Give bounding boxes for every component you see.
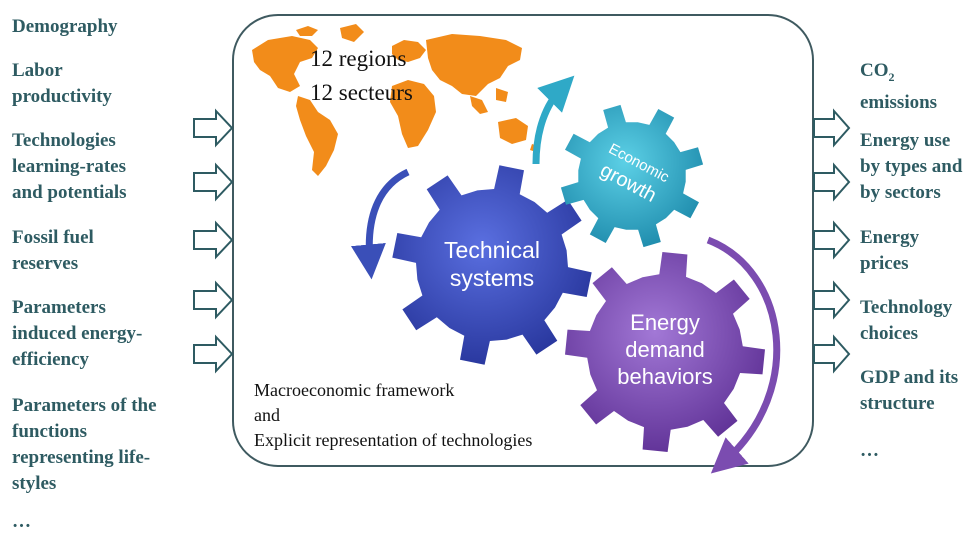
output-gdp-line2: structure: [860, 393, 935, 414]
output-ellipsis: …: [860, 440, 879, 461]
output-co2-line1: CO2: [860, 58, 937, 90]
output-gdp: GDP and its structure: [860, 365, 958, 417]
input-arrow: [193, 108, 234, 148]
input-fossil-fuel: Fossil fuel reserves: [12, 225, 94, 277]
input-arrows: [193, 108, 234, 374]
framework-line-1: Macroeconomic framework: [254, 380, 455, 400]
output-arrow: [813, 334, 851, 374]
input-efficiency: Parameters induced energy- efficiency: [12, 295, 142, 373]
input-labor-line1: Labor: [12, 60, 63, 81]
gear-demand-label-1: Energy: [630, 310, 700, 335]
gear-demand-label-2: demand: [625, 337, 705, 362]
output-arrow: [813, 162, 851, 202]
output-energy-use-line1: Energy use: [860, 130, 951, 151]
teal-cycle-arrow: [532, 75, 575, 165]
input-efficiency-line3: efficiency: [12, 349, 90, 370]
input-efficiency-line1: Parameters: [12, 297, 106, 318]
output-arrow: [813, 220, 851, 260]
input-arrow: [193, 220, 234, 260]
purple-cycle-arrow: [706, 236, 781, 474]
input-demography: Demography: [12, 16, 118, 37]
output-prices: Energy prices: [860, 225, 919, 277]
input-arrow: [193, 162, 234, 202]
input-efficiency-line2: induced energy-: [12, 323, 143, 344]
output-arrows: [813, 108, 851, 374]
framework-line-2: and: [254, 405, 280, 425]
gear-technical-label-2: systems: [450, 265, 534, 291]
output-energy-use: Energy use by types and by sectors: [860, 128, 962, 206]
output-emissions: emissions: [860, 91, 938, 113]
output-arrow: [813, 108, 851, 148]
map-sectors-label: 12 secteurs: [310, 80, 413, 105]
input-technologies: Technologies learning-rates and potentia…: [12, 128, 127, 206]
map-regions-label: 12 regions: [310, 46, 407, 71]
output-energy-use-line3: by sectors: [860, 182, 941, 203]
input-arrow: [193, 280, 234, 320]
input-labor-line2: productivity: [12, 86, 112, 107]
world-map: [252, 24, 538, 176]
output-technology-line1: Technology: [860, 297, 953, 318]
output-co2: CO2 emissions: [860, 58, 937, 116]
input-labor-productivity: Labor productivity: [12, 58, 112, 110]
output-prices-line1: Energy: [860, 227, 920, 248]
output-arrow: [813, 280, 851, 320]
output-gdp-line1: GDP and its: [860, 367, 959, 388]
output-technology-line2: choices: [860, 323, 919, 344]
input-ellipsis: …: [12, 511, 31, 532]
input-technologies-line2: learning-rates: [12, 156, 126, 177]
output-energy-use-line2: by types and: [860, 156, 963, 177]
blue-cycle-arrow: [350, 168, 410, 280]
output-technology: Technology choices: [860, 295, 952, 347]
input-arrow: [193, 334, 234, 374]
gear-demand: [565, 252, 765, 452]
input-lifestyles-line3: representing life-: [12, 447, 151, 468]
input-lifestyles: Parameters of the functions representing…: [12, 393, 157, 497]
input-lifestyles-line2: functions: [12, 421, 87, 442]
gear-technical: [392, 165, 592, 365]
input-lifestyles-line4: styles: [12, 473, 57, 494]
output-co2-text: CO: [860, 60, 889, 81]
output-co2-subscript: 2: [888, 69, 895, 84]
input-fossil-line1: Fossil fuel: [12, 227, 94, 248]
input-technologies-line1: Technologies: [12, 130, 116, 151]
output-prices-line2: prices: [860, 253, 909, 274]
gear-technical-label-1: Technical: [444, 237, 540, 263]
input-lifestyles-line1: Parameters of the: [12, 395, 157, 416]
input-technologies-line3: and potentials: [12, 182, 127, 203]
framework-line-3: Explicit representation of technologies: [254, 430, 533, 450]
input-fossil-line2: reserves: [12, 253, 79, 274]
gear-demand-label-3: behaviors: [617, 364, 712, 389]
gear-economic: [560, 104, 704, 248]
